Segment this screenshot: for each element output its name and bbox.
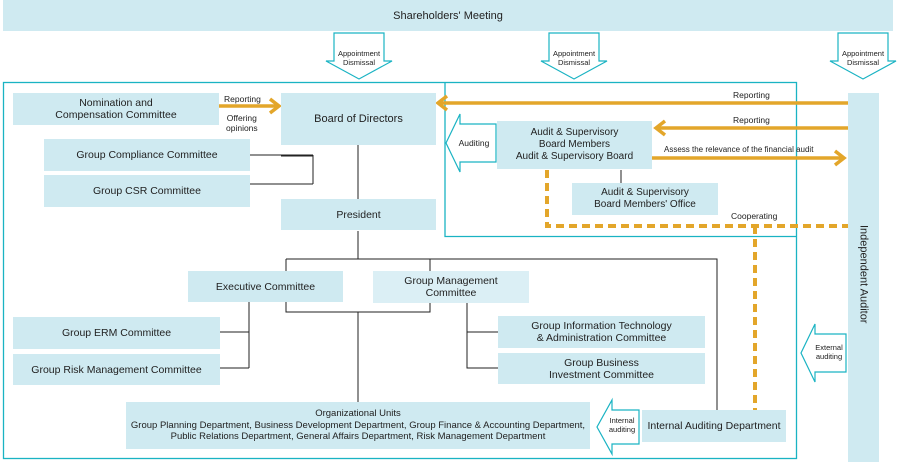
board-of-directors: Board of Directors xyxy=(281,93,436,145)
independent-auditor: Independent Auditor xyxy=(848,93,879,462)
cooperating-line xyxy=(545,170,848,228)
internal-auditing-department: Internal Auditing Department xyxy=(642,410,786,442)
reporting-label-nomination: Reporting xyxy=(224,94,261,104)
auditing-arrow xyxy=(445,113,497,173)
assess-label: Assess the relevance of the financial au… xyxy=(664,145,814,154)
auditing-label: Auditing xyxy=(458,138,490,148)
cooperating-label: Cooperating xyxy=(731,211,778,221)
compliance-committee: Group Compliance Committee xyxy=(44,139,250,171)
executive-committee: Executive Committee xyxy=(188,271,343,302)
internal-auditing-arrow xyxy=(596,397,640,457)
external-auditing-arrow xyxy=(800,323,847,383)
appointment-arrow-board xyxy=(325,32,393,80)
reporting-label-asb: Reporting xyxy=(733,115,770,125)
csr-committee: Group CSR Committee xyxy=(44,175,250,207)
appointment-arrow-auditor xyxy=(829,32,897,80)
audit-board-border xyxy=(444,82,796,238)
it-admin-committee: Group Information Technology& Administra… xyxy=(498,316,705,348)
shareholders-meeting: Shareholders' Meeting xyxy=(3,0,893,31)
company-border xyxy=(2,81,798,460)
risk-management-committee: Group Risk Management Committee xyxy=(13,354,220,385)
president: President xyxy=(281,199,436,230)
erm-committee: Group ERM Committee xyxy=(13,317,220,349)
appointment-arrow-asb xyxy=(540,32,608,80)
reporting-label-board: Reporting xyxy=(733,90,770,100)
